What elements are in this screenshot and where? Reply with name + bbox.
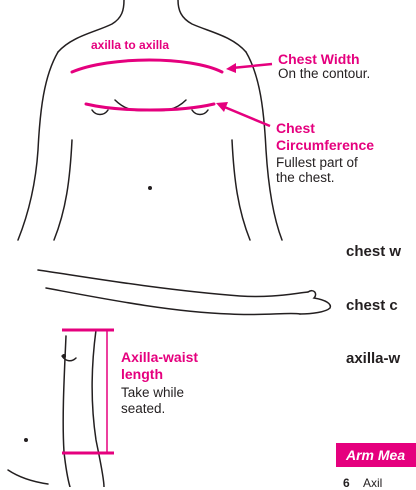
chest-circumference-title-line1: Chest — [276, 120, 315, 136]
chest-width-title: Chest Width — [278, 51, 360, 67]
left-torso-side — [54, 140, 72, 240]
chest-circumference-title-line2: Circumference — [276, 137, 374, 153]
measurement-row-chest-width: chest w — [346, 243, 401, 260]
arm-upper-edge — [38, 270, 308, 297]
seated-back — [92, 330, 104, 487]
measurement-row-axilla-waist: axilla-w — [346, 350, 400, 367]
chest-width-line — [72, 60, 222, 72]
axilla-waist-note-line1: Take while — [121, 385, 184, 400]
axilla-waist-title-line2: length — [121, 366, 163, 382]
torso-figure — [18, 0, 282, 240]
measurement-row-chest-circumference: chest c — [346, 297, 398, 314]
left-shoulder-arm — [18, 52, 58, 240]
axilla-to-axilla-label: axilla to axilla — [91, 38, 169, 52]
arm-figure — [38, 270, 330, 315]
hand — [300, 291, 330, 314]
chest-circumference-note-line2: the chest. — [276, 170, 335, 185]
right-torso-side — [232, 140, 250, 240]
neck-right — [178, 0, 246, 52]
navel — [148, 186, 152, 190]
chest-width-arrowhead — [226, 63, 236, 73]
right-nipple — [192, 110, 208, 115]
seated-figure — [8, 330, 104, 487]
axilla-waist-note-line2: seated. — [121, 401, 165, 416]
arm-measurements-banner: Arm Mea — [336, 443, 416, 467]
step-text: Axil — [363, 476, 382, 490]
arm-lower-edge — [46, 288, 300, 315]
seated-dot-2 — [24, 438, 28, 442]
chest-circumference-note-line1: Fullest part of — [276, 155, 358, 170]
step-number: 6 — [343, 476, 350, 490]
chest-width-note: On the contour. — [278, 66, 370, 81]
axilla-waist-title-line1: Axilla-waist — [121, 349, 198, 365]
left-nipple — [92, 110, 108, 115]
arm-measurements-banner-label: Arm Mea — [346, 447, 405, 463]
chest-circumference-line — [86, 104, 214, 110]
seated-dot-1 — [62, 354, 66, 358]
seated-leg — [8, 470, 48, 484]
